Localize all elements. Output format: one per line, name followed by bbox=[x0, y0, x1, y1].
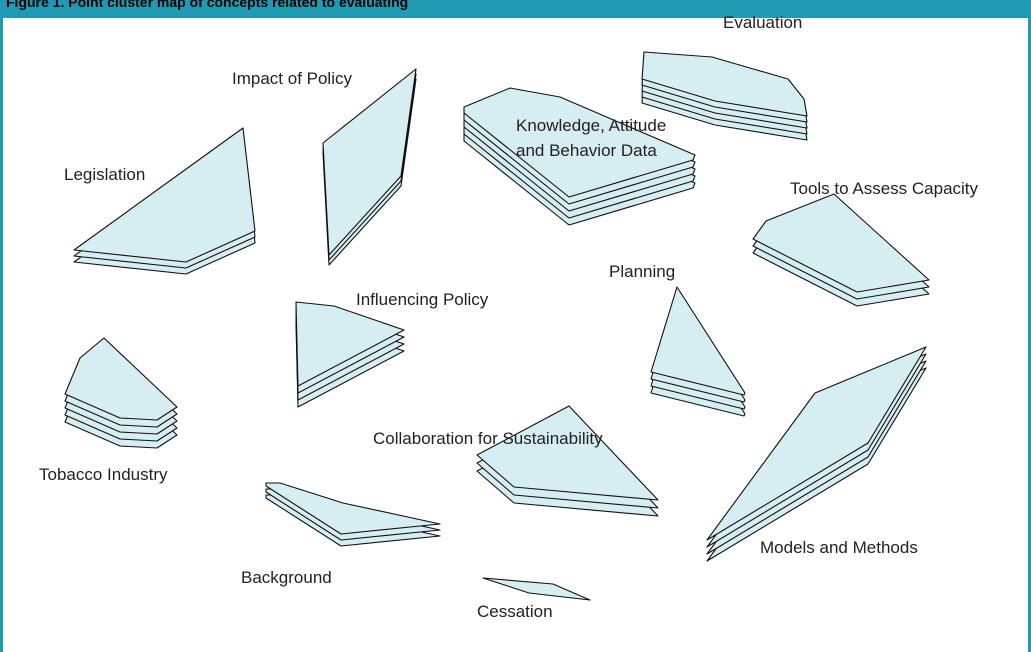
cluster-label-tobacco-industry: Tobacco Industry bbox=[39, 465, 168, 484]
cluster-label-tools-to-assess-capacity: Tools to Assess Capacity bbox=[790, 179, 979, 198]
cluster-label-legislation: Legislation bbox=[64, 165, 145, 184]
cluster-shape-tools-to-assess-capacity bbox=[752, 193, 930, 307]
cluster-label-kab-line-1: Knowledge, Attitude bbox=[516, 116, 666, 135]
figure-title: Figure 1. Point cluster map of concepts … bbox=[6, 0, 409, 10]
cluster-label-background: Background bbox=[241, 568, 332, 587]
cluster-label-impact-of-policy: Impact of Policy bbox=[232, 69, 352, 88]
figure-header-bar: Figure 1. Point cluster map of concepts … bbox=[0, 0, 1031, 18]
cluster-sheet bbox=[706, 346, 927, 541]
cluster-shape-evaluation bbox=[641, 51, 808, 141]
cluster-shape-knowledge-attitude-behavior-data bbox=[463, 87, 696, 226]
cluster-label-evaluation: Evaluation bbox=[723, 13, 802, 32]
cluster-shape-legislation bbox=[73, 127, 256, 275]
cluster-shape-planning bbox=[650, 286, 746, 417]
cluster-label-planning: Planning bbox=[609, 262, 675, 281]
cluster-shape-impact-of-policy bbox=[322, 68, 417, 266]
cluster-sheet bbox=[463, 87, 696, 198]
cluster-shape-background bbox=[265, 482, 441, 547]
frame-border-right bbox=[1028, 18, 1031, 652]
cluster-sheet bbox=[641, 51, 808, 117]
cluster-sheet bbox=[322, 68, 417, 256]
cluster-label-knowledge-attitude-behavior-data: Knowledge, Attitude and Behavior Data bbox=[516, 116, 671, 160]
cluster-shape-collaboration-for-sustainability bbox=[476, 405, 659, 517]
cluster-shape-cessation bbox=[482, 577, 591, 601]
frame-border-left bbox=[0, 18, 3, 652]
cluster-shape-models-and-methods bbox=[706, 346, 927, 562]
cluster-sheet bbox=[295, 301, 405, 387]
cluster-sheet bbox=[482, 577, 591, 601]
cluster-label-kab-line-2: and Behavior Data bbox=[516, 141, 657, 160]
cluster-shape-tobacco-industry bbox=[64, 337, 178, 449]
cluster-sheet bbox=[64, 337, 178, 421]
cluster-sheet bbox=[650, 286, 746, 396]
cluster-label-influencing-policy: Influencing Policy bbox=[356, 290, 489, 309]
cluster-label-cessation: Cessation bbox=[477, 602, 553, 621]
cluster-sheet bbox=[752, 193, 930, 293]
cluster-label-collaboration-for-sustainability: Collaboration for Sustainability bbox=[373, 429, 603, 448]
cluster-sheet bbox=[73, 127, 256, 263]
cluster-sheet bbox=[265, 482, 441, 535]
cluster-shape-influencing-policy bbox=[295, 301, 405, 408]
cluster-sheet bbox=[476, 405, 659, 501]
cluster-label-models-and-methods: Models and Methods bbox=[760, 538, 918, 557]
